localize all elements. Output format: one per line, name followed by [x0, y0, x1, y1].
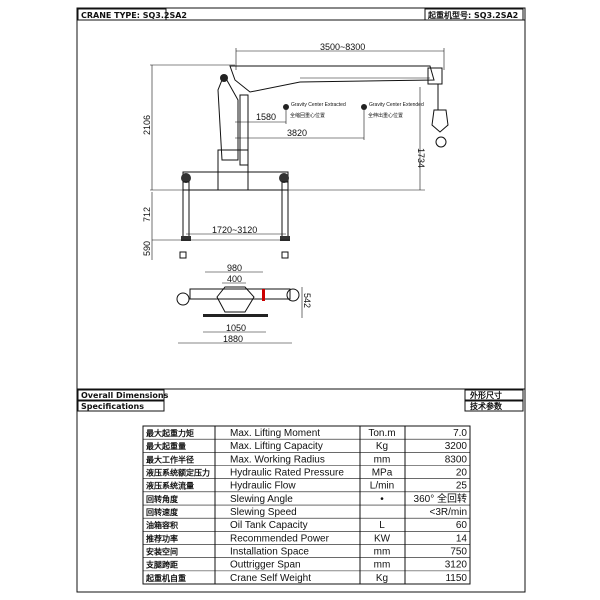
table-row: 液压系统流量 Hydraulic Flow L/min 25 — [146, 481, 467, 492]
spec-name-en: Installation Space — [230, 547, 309, 558]
dim-cg2: 3820 — [287, 128, 307, 138]
spec-name-en: Slewing Speed — [230, 507, 297, 518]
spec-name-en: Hydraulic Flow — [230, 481, 296, 492]
spec-value: 20 — [456, 468, 468, 479]
dim-1050: 1050 — [226, 323, 246, 333]
spec-value: 8300 — [445, 454, 468, 465]
crane-type-box — [77, 8, 167, 21]
spec-value: 1150 — [445, 573, 467, 584]
spec-name-en: Max. Working Radius — [230, 454, 325, 465]
spec-unit: Kg — [376, 573, 388, 584]
cg-extended-en: Gravity Center Extended — [369, 102, 424, 108]
spec-value: 3200 — [445, 441, 468, 452]
spec-name-cn: 起重机自重 — [145, 573, 186, 583]
spec-name-en: Crane Self Weight — [230, 573, 311, 584]
spec-unit: L/min — [370, 481, 394, 492]
cg-extended-cn: 全伸出重心位置 — [368, 112, 403, 119]
table-row: 油箱容积 Oil Tank Capacity L 60 — [146, 520, 467, 531]
crane-plan-view: 980 400 542 1050 1880 — [176, 263, 312, 344]
spec-name-en: Max. Lifting Capacity — [230, 441, 323, 452]
overall-dimensions-cn-label: 外形尺寸 — [470, 390, 502, 400]
crane-type-cn-label: 起重机型号: SQ3.2SA2 — [427, 10, 518, 20]
specifications-cn-label: 技术参数 — [470, 401, 503, 411]
table-row: 液压系统额定压力 Hydraulic Rated Pressure MPa 20 — [146, 468, 467, 479]
spec-value: 14 — [456, 533, 468, 544]
spec-name-cn: 最大工作半径 — [146, 454, 194, 464]
table-row: 推荐功率 Recommended Power KW 14 — [146, 533, 467, 544]
dim-1880: 1880 — [223, 334, 243, 344]
dim-outrigger-depth: 712 — [142, 207, 152, 222]
spec-name-en: Oil Tank Capacity — [230, 520, 308, 531]
spec-name-cn: 最大起重量 — [146, 441, 186, 451]
spec-name-cn: 推荐功率 — [146, 533, 178, 543]
spec-unit: mm — [374, 547, 391, 558]
crane-type-label: CRANE TYPE: SQ3.2SA2 — [81, 11, 187, 20]
crane-type-cn-box — [424, 8, 524, 21]
dim-980: 980 — [227, 263, 242, 273]
table-row: 安装空间 Installation Space mm 750 — [146, 547, 467, 558]
dim-cg1: 1580 — [256, 112, 276, 122]
spec-name-cn: 液压系统额定压力 — [146, 468, 210, 478]
spec-value: 60 — [456, 520, 468, 531]
spec-name-cn: 安装空间 — [146, 547, 178, 557]
spec-value: <3R/min — [429, 507, 467, 518]
specifications-table: 最大起重力矩 Max. Lifting Moment Ton.m 7.0 最大起重量 Ma… — [142, 425, 471, 585]
crane-elevation-view: 3500~8300 2106 Gravity Center Extracted … — [142, 42, 449, 260]
table-row: 最大起重量 Max. Lifting Capacity Kg 3200 — [146, 441, 467, 452]
sheet-border — [76, 7, 526, 593]
table-row: 起重机自重 Crane Self Weight Kg 1150 — [145, 573, 467, 584]
spec-unit: mm — [374, 454, 391, 465]
spec-name-cn: 回转角度 — [146, 494, 179, 504]
table-row: 回转角度 Slewing Angle • 360° 全回转 — [146, 492, 467, 505]
spec-unit: KW — [374, 533, 391, 544]
table-row: 最大工作半径 Max. Working Radius mm 8300 — [146, 454, 467, 465]
spec-value: 7.0 — [453, 428, 467, 439]
spec-name-cn: 液压系统流量 — [146, 481, 194, 491]
table-row: 回转速度 Slewing Speed <3R/min — [146, 507, 467, 518]
spec-name-cn: 最大起重力矩 — [146, 428, 194, 438]
spec-name-en: Hydraulic Rated Pressure — [230, 468, 344, 479]
spec-name-en: Recommended Power — [230, 533, 330, 544]
spec-name-cn: 支腿跨距 — [145, 560, 178, 570]
spec-unit: mm — [374, 560, 391, 571]
dim-height: 2106 — [142, 115, 152, 135]
spec-unit: L — [379, 520, 385, 531]
cg-retracted-cn: 全缩回重心位置 — [290, 112, 325, 119]
dim-ground: 590 — [142, 241, 152, 256]
spec-unit: • — [380, 494, 384, 505]
spec-value: 25 — [456, 481, 468, 492]
dim-outrigger-span: 1720~3120 — [212, 225, 257, 235]
spec-unit: Ton.m — [368, 428, 395, 439]
spec-value: 750 — [450, 547, 467, 558]
dim-hook-height: 1734 — [416, 148, 426, 168]
spec-name-en: Outtrigger Span — [230, 560, 301, 571]
table-row: 最大起重力矩 Max. Lifting Moment Ton.m 7.0 — [146, 428, 467, 439]
spec-value: 3120 — [445, 560, 468, 571]
spec-name-en: Max. Lifting Moment — [230, 428, 320, 439]
specifications-label: Specifications — [81, 402, 144, 411]
overall-dimensions-label: Overall Dimensions — [81, 391, 169, 400]
cg-retracted-en: Gravity Center Extracted — [291, 102, 346, 108]
dim-reach: 3500~8300 — [320, 42, 365, 52]
spec-unit: Kg — [376, 441, 388, 452]
spec-unit: MPa — [372, 468, 393, 479]
spec-value: 360° 全回转 — [414, 492, 467, 505]
dim-542: 542 — [302, 293, 312, 308]
table-row: 支腿跨距 Outtrigger Span mm 3120 — [145, 560, 467, 571]
spec-name-cn: 回转速度 — [146, 507, 179, 517]
dim-400: 400 — [227, 274, 242, 284]
spec-name-en: Slewing Angle — [230, 494, 293, 505]
spec-name-cn: 油箱容积 — [146, 520, 178, 530]
